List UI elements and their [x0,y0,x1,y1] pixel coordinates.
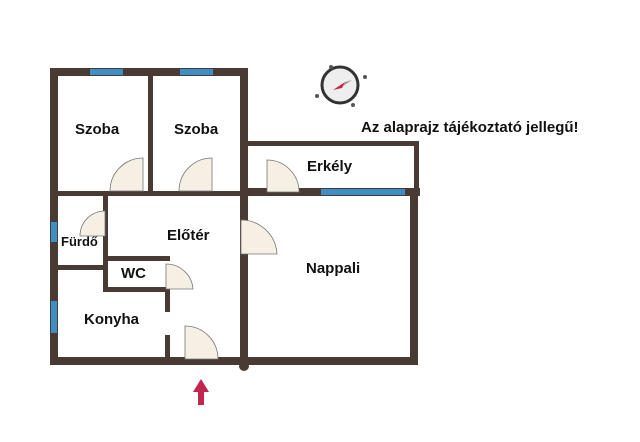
doors [79,157,300,360]
room-label-eloter: Előtér [167,227,210,244]
disclaimer-text: Az alaprajz tájékoztató jellegű! [361,119,579,136]
room-label-szoba-1: Szoba [75,121,120,138]
windows [51,69,405,333]
room-label-wc: WC [121,265,146,282]
room-label-konyha: Konyha [84,311,140,328]
entrance-arrow-icon [193,379,209,405]
room-label-erkely: Erkély [307,158,353,175]
room-label-furdo: Fürdő [61,234,98,249]
compass-icon [315,65,367,107]
room-label-szoba-2: Szoba [174,121,219,138]
room-label-nappali: Nappali [306,260,361,277]
